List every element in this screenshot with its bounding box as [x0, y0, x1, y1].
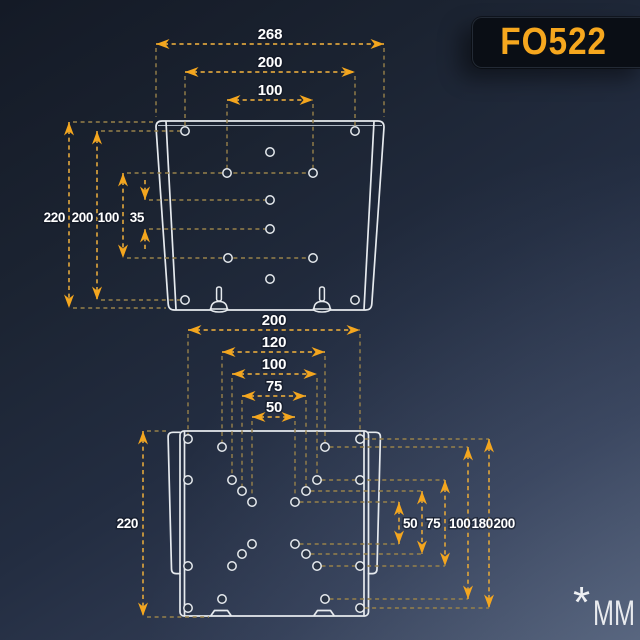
- extension-lines: [73, 48, 385, 309]
- dim-label-200-h: 200: [258, 54, 282, 71]
- top-bracket-diagram: 268 200 100 220 200 100 35: [42, 25, 385, 313]
- dim-label-100-h: 100: [262, 356, 286, 373]
- dim-label-220-v: 220: [117, 516, 138, 531]
- dimension-lines: [64, 39, 384, 308]
- units-note: * MM: [571, 578, 640, 640]
- dim-label-100-v: 100: [98, 210, 119, 225]
- dim-label-75-v: 75: [426, 516, 441, 531]
- dim-label-100-h: 100: [258, 82, 282, 99]
- asterisk-mark: *: [573, 578, 591, 627]
- dim-label-35-v: 35: [130, 210, 145, 225]
- mounting-holes: [180, 126, 360, 305]
- extension-lines: [147, 334, 489, 618]
- locking-screw: [209, 286, 229, 313]
- model-badge: FO522: [472, 17, 640, 68]
- dimension-labels: 268 200 100 220 200 100 35: [42, 25, 284, 227]
- dim-label-220-v: 220: [44, 210, 65, 225]
- mounting-holes: [183, 434, 365, 613]
- monitor-plate-outline: [167, 430, 382, 617]
- dim-label-200-h: 200: [262, 312, 286, 329]
- locking-screws: [209, 286, 332, 313]
- dim-label-50-v: 50: [403, 516, 417, 531]
- dim-label-75-h: 75: [266, 378, 282, 395]
- dim-label-180-v: 180: [472, 516, 493, 531]
- units-label: MM: [593, 594, 635, 633]
- model-number: FO522: [500, 21, 608, 63]
- wall-plate-outline: [155, 120, 385, 311]
- dim-label-200-v: 200: [494, 516, 515, 531]
- dim-label-200-v: 200: [72, 210, 93, 225]
- dimension-lines: [138, 325, 494, 616]
- dim-label-268: 268: [258, 26, 282, 43]
- bottom-tab: [210, 609, 232, 617]
- bottom-tab: [313, 609, 335, 617]
- dim-label-100-v: 100: [449, 516, 470, 531]
- dim-label-120-h: 120: [262, 334, 286, 351]
- dimension-labels: 200 120 100 75 50 220 50 75 100 180 200: [115, 311, 517, 533]
- bottom-bracket-diagram: 200 120 100 75 50 220 50 75 100 180 200: [115, 311, 517, 618]
- locking-screw: [312, 286, 332, 313]
- dim-label-50-h: 50: [266, 399, 282, 416]
